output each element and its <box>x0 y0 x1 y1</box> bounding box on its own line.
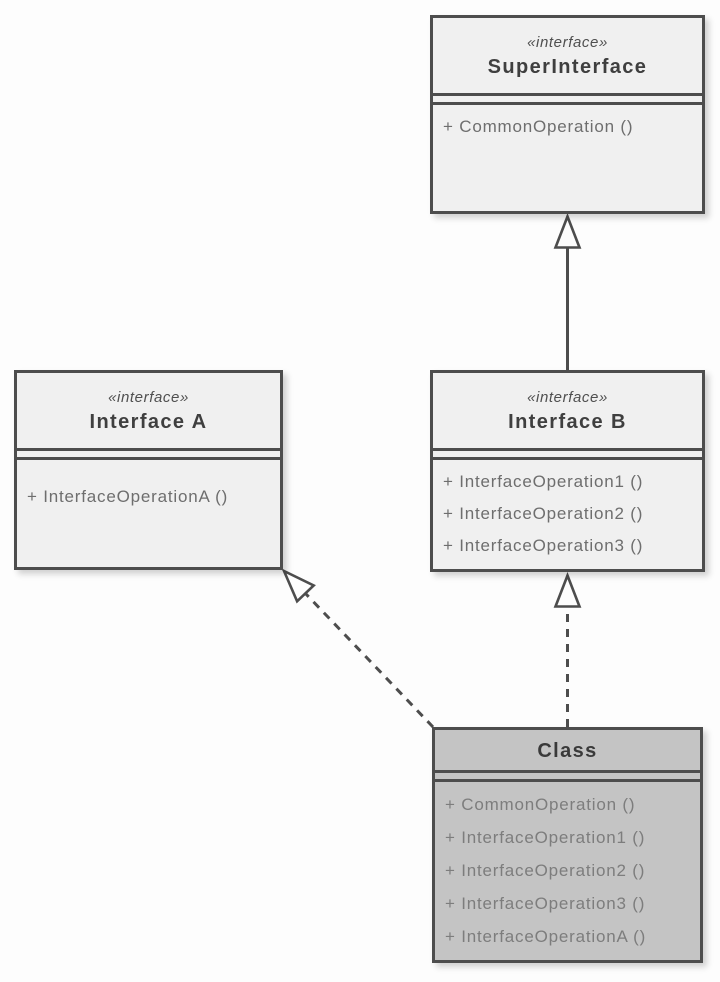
superinterface-stereotype: «interface» <box>527 34 608 51</box>
realization-a-line <box>304 592 435 729</box>
realization-a-arrowhead-icon <box>281 568 316 604</box>
realization-b-arrowhead-icon <box>553 571 582 608</box>
generalization-arrowhead-icon <box>553 212 582 249</box>
operation-label: + InterfaceOperation2 () <box>445 861 646 880</box>
class-header: Class <box>435 730 700 773</box>
interface-b-stereotype: «interface» <box>527 389 608 406</box>
interface-a-attributes-compartment <box>17 451 280 460</box>
superinterface-header: «interface» SuperInterface <box>433 18 702 96</box>
interface-a-operations-compartment: + InterfaceOperationA () <box>17 460 280 513</box>
operation-label: + InterfaceOperation3 () <box>445 894 646 913</box>
interface-a-stereotype: «interface» <box>108 389 189 406</box>
class-attributes-compartment <box>435 773 700 782</box>
operation-label: + InterfaceOperation2 () <box>443 504 644 523</box>
uml-box-superinterface: «interface» SuperInterface + CommonOpera… <box>430 15 705 214</box>
class-operations-compartment: + CommonOperation () + InterfaceOperatio… <box>435 782 700 953</box>
interface-b-attributes-compartment <box>433 451 702 460</box>
superinterface-attributes-compartment <box>433 96 702 105</box>
uml-box-interface-b: «interface» Interface B + InterfaceOpera… <box>430 370 705 572</box>
uml-box-class: Class + CommonOperation () + InterfaceOp… <box>432 727 703 963</box>
superinterface-title: SuperInterface <box>487 56 648 78</box>
operation-label: + CommonOperation () <box>445 795 636 814</box>
operation-label: + InterfaceOperation3 () <box>443 536 644 555</box>
interface-b-title: Interface B <box>508 411 627 433</box>
operation-label: + InterfaceOperationA () <box>445 927 647 946</box>
operation-label: + InterfaceOperationA () <box>27 487 229 506</box>
interface-a-header: «interface» Interface A <box>17 373 280 451</box>
superinterface-operations-compartment: + CommonOperation () <box>433 105 702 143</box>
operation-label: + InterfaceOperation1 () <box>443 472 644 491</box>
uml-box-interface-a: «interface» Interface A + InterfaceOpera… <box>14 370 283 570</box>
interface-a-title: Interface A <box>89 411 208 433</box>
operation-label: + InterfaceOperation1 () <box>445 828 646 847</box>
interface-b-header: «interface» Interface B <box>433 373 702 451</box>
operation-label: + CommonOperation () <box>443 117 634 136</box>
class-title: Class <box>537 739 598 762</box>
interface-b-operations-compartment: + InterfaceOperation1 () + InterfaceOper… <box>433 460 702 562</box>
